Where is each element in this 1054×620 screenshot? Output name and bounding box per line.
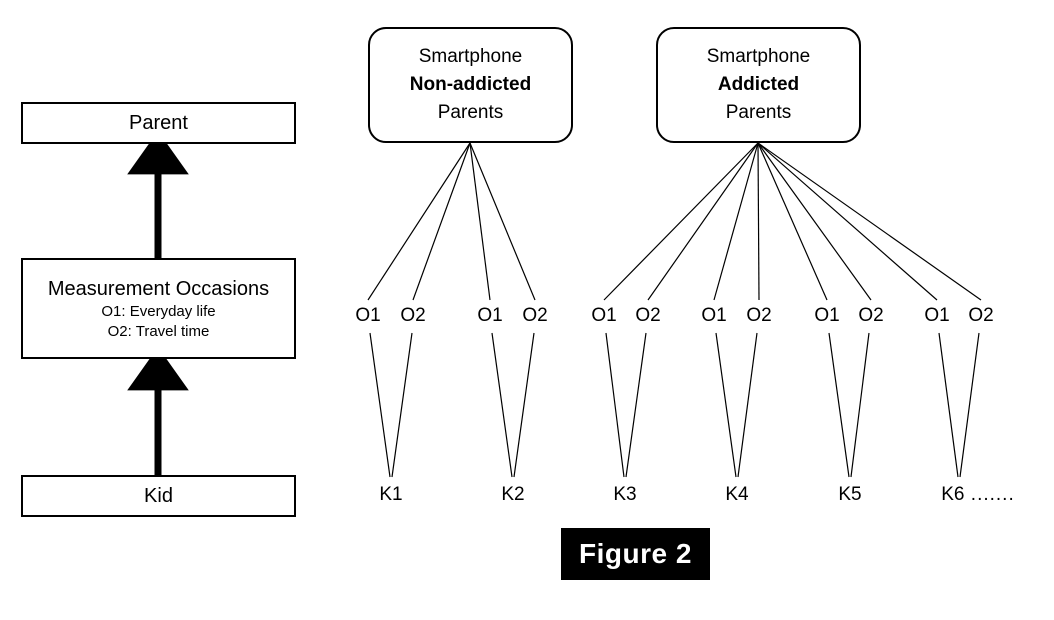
fan-addicted <box>603 142 982 301</box>
occasion-label-k2-o2: O2 <box>522 305 548 326</box>
occasion-label-k2-o1: O1 <box>477 305 503 326</box>
kid-label-k4: K4 <box>725 484 749 505</box>
fan-non-addicted <box>367 142 536 301</box>
kid-label-k6: K6 <box>941 484 965 505</box>
figure-caption: Figure 2 <box>561 528 710 580</box>
box-addicted-parents: Smartphone Addicted Parents <box>656 27 861 143</box>
occasion-label-k1-o2: O2 <box>400 305 426 326</box>
kid-label-ellipsis: ....... <box>964 484 1015 505</box>
addicted-line-1: Smartphone <box>706 46 811 67</box>
kid-label-k2: K2 <box>501 484 525 505</box>
v-connectors <box>369 332 980 478</box>
occasion-label-k6-o2: O2 <box>968 305 994 326</box>
non-addicted-line-1: Smartphone <box>418 46 523 67</box>
box-measurement-occasion-1: O1: Everyday life <box>101 302 216 320</box>
box-kid: Kid <box>21 475 296 517</box>
occasion-label-k4-o1: O1 <box>701 305 727 326</box>
box-measurement-occasions: Measurement Occasions O1: Everyday life … <box>21 258 296 359</box>
occasion-label-k4-o2: O2 <box>746 305 772 326</box>
box-parent-title: Parent <box>129 112 188 134</box>
box-measurement-occasion-2: O2: Travel time <box>107 322 210 340</box>
occasion-label-k3-o1: O1 <box>591 305 617 326</box>
addicted-line-3: Parents <box>725 102 792 123</box>
occasion-label-k5-o1: O1 <box>814 305 840 326</box>
box-kid-title: Kid <box>144 485 173 507</box>
kid-label-k1: K1 <box>379 484 403 505</box>
non-addicted-line-2: Non-addicted <box>409 74 532 95</box>
non-addicted-line-3: Parents <box>437 102 504 123</box>
occasion-label-k6-o1: O1 <box>924 305 950 326</box>
occasion-label-k1-o1: O1 <box>355 305 381 326</box>
addicted-line-2: Addicted <box>717 74 800 95</box>
box-parent: Parent <box>21 102 296 144</box>
box-measurement-title: Measurement Occasions <box>47 277 270 300</box>
occasion-label-k3-o2: O2 <box>635 305 661 326</box>
figure-caption-text: Figure 2 <box>579 538 692 569</box>
kid-label-k5: K5 <box>838 484 862 505</box>
kid-label-k6-group: K6 ....... <box>941 484 1014 506</box>
kid-label-k3: K3 <box>613 484 637 505</box>
box-non-addicted-parents: Smartphone Non-addicted Parents <box>368 27 573 143</box>
occasion-label-k5-o2: O2 <box>858 305 884 326</box>
